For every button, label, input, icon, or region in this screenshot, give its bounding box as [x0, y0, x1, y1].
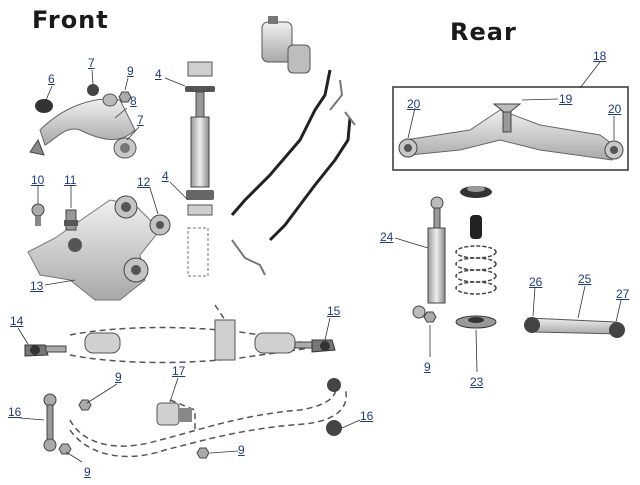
callout-10[interactable]: 10	[31, 173, 45, 187]
rear-mount-19	[492, 103, 522, 133]
rear-link	[524, 317, 625, 338]
sway-bar	[69, 379, 347, 458]
tie-rod-end-14	[24, 344, 67, 357]
callout-12[interactable]: 12	[137, 175, 151, 189]
callout-26[interactable]: 26	[529, 275, 543, 289]
callout-25[interactable]: 25	[578, 272, 592, 286]
bushing-7-top	[87, 84, 99, 96]
rear-spring	[455, 186, 497, 329]
callout-13[interactable]: 13	[30, 279, 44, 293]
callout-11[interactable]: 11	[64, 173, 77, 187]
rack-boots	[84, 319, 296, 361]
tie-rod-end-15	[294, 339, 336, 353]
callout-23[interactable]: 23	[470, 375, 484, 389]
sway-bar-bushing-17	[156, 402, 192, 426]
callout-16-left[interactable]: 16	[8, 405, 22, 419]
callout-7-top[interactable]: 7	[88, 56, 95, 70]
ball-joint-6	[35, 99, 53, 113]
callout-7-bottom[interactable]: 7	[137, 113, 144, 127]
leader-lines	[17, 61, 622, 463]
nut-9-rear	[423, 311, 437, 323]
callout-9-upper-arm[interactable]: 9	[127, 64, 134, 78]
callout-9-rear[interactable]: 9	[424, 360, 431, 374]
sway-bar-link-16-left	[43, 393, 57, 452]
callout-19[interactable]: 19	[559, 92, 573, 106]
callout-20-left[interactable]: 20	[407, 97, 421, 111]
ball-joint-10	[31, 203, 45, 226]
callout-4-top[interactable]: 4	[155, 67, 162, 81]
lower-control-arm	[27, 195, 171, 301]
callout-18[interactable]: 18	[593, 49, 607, 63]
bushing-11	[64, 209, 78, 231]
callout-14[interactable]: 14	[10, 314, 24, 328]
sway-bar-link-16-right	[326, 378, 342, 436]
steering-hoses	[230, 69, 356, 276]
callout-20-right[interactable]: 20	[608, 102, 622, 116]
callout-15[interactable]: 15	[327, 304, 341, 318]
front-shock	[185, 61, 215, 277]
callout-17[interactable]: 17	[172, 364, 186, 378]
rear-shock	[412, 196, 446, 319]
rear-heading: Rear	[450, 18, 517, 46]
callout-16-right[interactable]: 16	[360, 409, 374, 423]
callout-9-bottom-left[interactable]: 9	[84, 465, 91, 479]
nut-9-top	[118, 91, 132, 103]
front-heading: Front	[32, 6, 109, 34]
callout-9-bottom-center[interactable]: 9	[238, 443, 245, 457]
callout-27[interactable]: 27	[616, 287, 630, 301]
callout-9-sway-left[interactable]: 9	[115, 370, 122, 384]
callout-6[interactable]: 6	[48, 72, 55, 86]
power-steering-pump	[261, 16, 311, 74]
callout-8[interactable]: 8	[130, 94, 137, 108]
callout-24[interactable]: 24	[380, 230, 394, 244]
upper-control-arm	[29, 93, 137, 159]
callout-4-bottom[interactable]: 4	[162, 169, 169, 183]
rear-crossmember-box	[392, 86, 629, 171]
